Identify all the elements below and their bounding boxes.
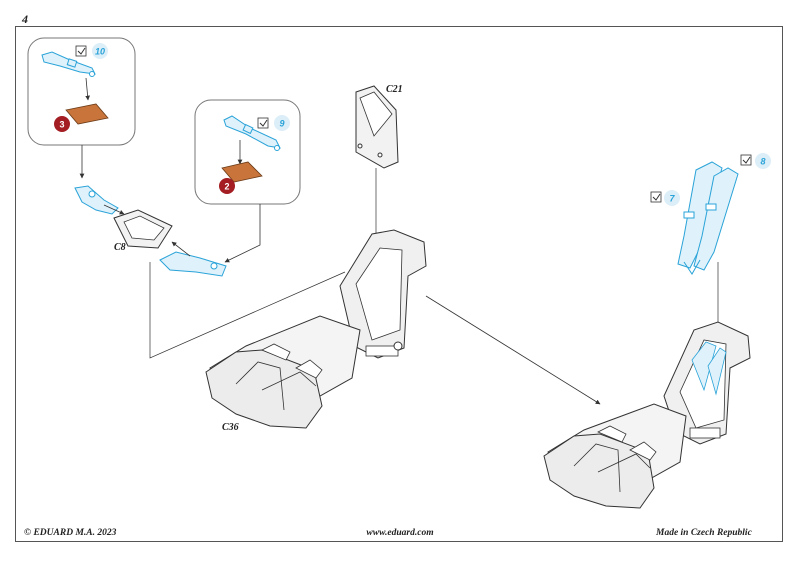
seat-pad-icon (221, 161, 263, 183)
checkbox-icon (75, 45, 87, 57)
checkbox-icon (740, 154, 752, 166)
callout-10: 10 (95, 47, 105, 57)
detail-box-seatbelt-10: 10 3 (27, 37, 136, 146)
paint-callout-2: 2 (224, 182, 229, 192)
pe-strap-9-icon (223, 115, 281, 151)
label-c36: C36 (222, 422, 239, 433)
label-c21: C21 (386, 84, 403, 95)
seat-pad-icon (65, 103, 109, 125)
page-frame (15, 26, 783, 542)
assembled-seat (543, 321, 751, 509)
footer-website[interactable]: www.eduard.com (366, 528, 434, 538)
label-c8: C8 (114, 242, 126, 253)
strap-right-icon (159, 251, 227, 277)
strap-left-icon (74, 185, 119, 215)
footer-copyright: © EDUARD M.A. 2023 (24, 528, 117, 538)
callout-9: 9 (279, 119, 284, 129)
paint-callout-3: 3 (59, 120, 64, 130)
part-c21: C21 (355, 84, 403, 169)
footer-origin: Made in Czech Republic (656, 528, 752, 538)
page-number: 4 (22, 12, 28, 26)
checkbox-icon (257, 117, 269, 129)
callout-7: 7 (669, 194, 675, 204)
pe-strap-10-icon (41, 51, 96, 77)
shoulder-harness: 8 7 (650, 153, 771, 275)
detail-box-seatbelt-9: 9 2 (194, 99, 301, 205)
part-c36-seat: C36 (205, 229, 427, 433)
checkbox-icon (650, 191, 662, 203)
callout-8: 8 (760, 157, 765, 167)
part-c8: C8 (74, 185, 227, 277)
